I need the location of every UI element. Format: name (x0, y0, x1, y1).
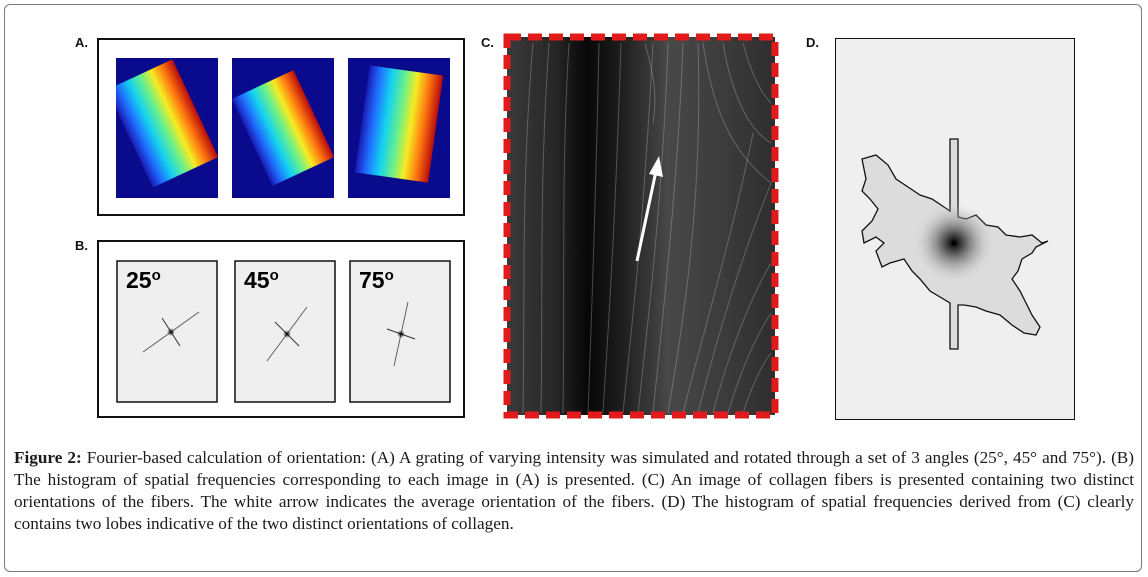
average-orientation-arrow (635, 156, 663, 262)
caption-label: Figure 2: (14, 448, 82, 467)
frequency-histograms: 25o 45o 75o (116, 260, 451, 403)
collagen-frequency-histogram (861, 138, 1049, 350)
grating-images (116, 58, 450, 198)
grating-75 (348, 58, 450, 198)
svg-text:45o: 45o (244, 267, 279, 293)
caption-text: Fourier-based calculation of orientation… (14, 448, 1134, 533)
degree-mark-25: o (152, 267, 161, 284)
degree-mark-45: o (270, 267, 279, 284)
grating-25 (116, 58, 218, 198)
panel-a-box (97, 38, 465, 216)
histogram-75: 75o (349, 260, 451, 403)
collagen-fibers (522, 42, 772, 414)
panel-c-label: C. (481, 35, 494, 50)
grating-45 (232, 58, 334, 198)
histogram-45: 45o (234, 260, 336, 403)
svg-text:25o: 25o (126, 267, 161, 293)
angle-45: 45 (244, 267, 270, 293)
panel-b-box: 25o 45o 75o (97, 240, 465, 418)
collagen-image (503, 33, 779, 419)
angle-25: 25 (126, 267, 152, 293)
panel-a-label: A. (75, 35, 88, 50)
angle-75: 75 (359, 267, 385, 293)
panel-b-label: B. (75, 238, 88, 253)
figure-frame (4, 4, 1142, 572)
svg-text:75o: 75o (359, 267, 394, 293)
figure-caption: Figure 2: Fourier-based calculation of o… (14, 447, 1134, 535)
degree-mark-75: o (385, 267, 394, 284)
histogram-25: 25o (116, 260, 218, 403)
panel-d-label: D. (806, 35, 819, 50)
panel-d-box (835, 38, 1075, 420)
